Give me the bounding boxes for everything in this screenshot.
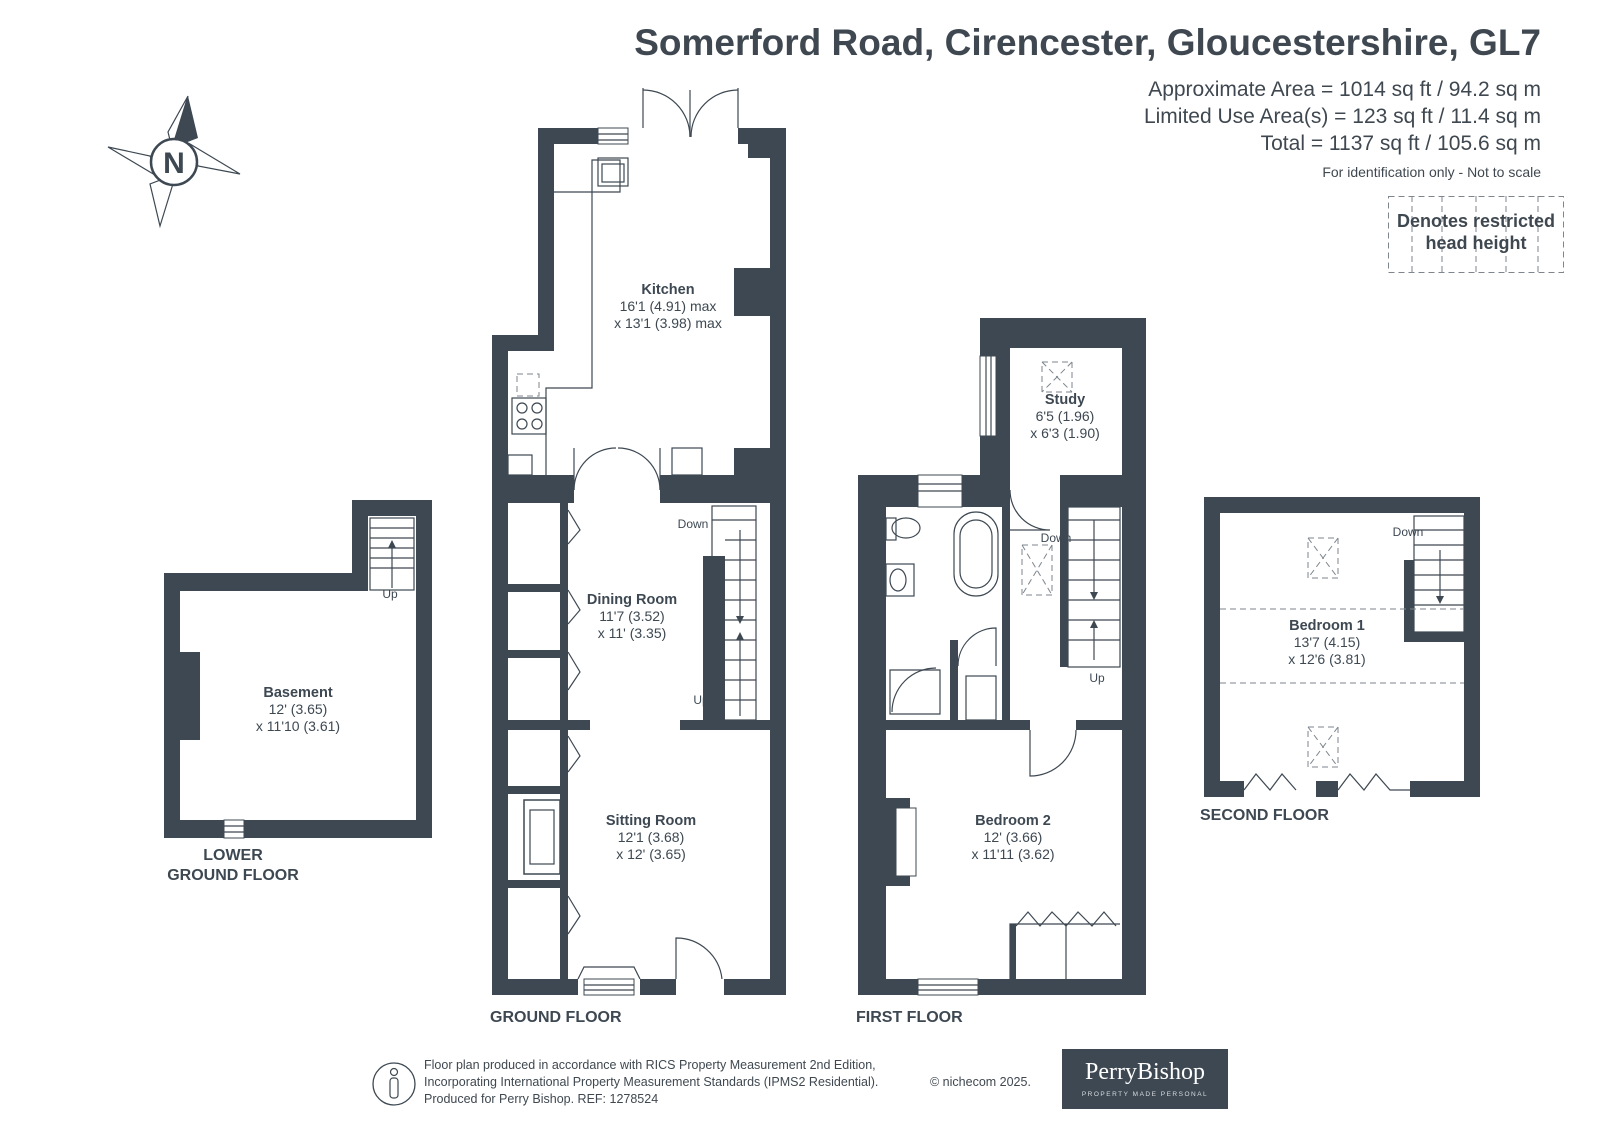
bedroom-2-dim-2: x 11'11 (3.62)	[971, 846, 1054, 862]
compass-icon: N	[107, 95, 241, 229]
bedroom-1-name: Bedroom 1	[1289, 618, 1365, 634]
lower-ground-label-1: LOWER	[203, 847, 263, 864]
bedroom-2-name: Bedroom 2	[975, 813, 1051, 829]
study-dim-2: x 6'3 (1.90)	[1030, 425, 1100, 441]
basement-dim-1: 12' (3.65)	[269, 701, 328, 717]
dining-room-dim-1: 11'7 (3.52)	[599, 608, 664, 624]
restricted-height-legend: Denotes restricted head height	[1388, 196, 1564, 273]
first-floor-stairs	[1060, 506, 1121, 668]
sitting-room-dim-1: 12'1 (3.68)	[618, 829, 685, 845]
kitchen-name: Kitchen	[641, 282, 694, 298]
bedroom-2-dim-1: 12' (3.66)	[984, 829, 1043, 845]
basement-stairs-up-label: Up	[382, 587, 398, 601]
page-title: Somerford Road, Cirencester, Gloucesters…	[634, 22, 1541, 63]
first-floor-plan: Down Up Study 6'5 (1.96) x 6'3 (1.90) Be…	[856, 318, 1146, 1026]
person-info-icon	[372, 1062, 416, 1106]
lower-ground-floor-plan: Up Basement 12' (3.65) x 11'10 (3.61) LO…	[164, 500, 432, 884]
footer-line-2: Incorporating International Property Mea…	[424, 1075, 879, 1089]
total-area: Total = 1137 sq ft / 105.6 sq m	[1260, 132, 1541, 155]
legend-dashed-box	[1388, 196, 1564, 273]
perry-bishop-logo: PerryBishop PROPERTY MADE PERSONAL	[1062, 1049, 1228, 1109]
dining-room-dim-2: x 11' (3.35)	[598, 625, 667, 641]
lower-ground-label-2: GROUND FLOOR	[167, 867, 299, 884]
bedroom-1-dim-1: 13'7 (4.15)	[1294, 634, 1361, 650]
logo-brand: PerryBishop	[1085, 1059, 1205, 1085]
basement-stairs	[369, 517, 415, 591]
second-floor-plan: Down Bedroom 1 13'7 (4.15) x 12'6 (3.81)…	[1200, 497, 1480, 824]
ground-stairs-up-label: Up	[693, 693, 709, 707]
footer-line-1: Floor plan produced in accordance with R…	[424, 1058, 876, 1072]
ground-stairs-down-label: Down	[678, 517, 709, 531]
sitting-room-name: Sitting Room	[606, 813, 696, 829]
first-floor-label: FIRST FLOOR	[856, 1009, 963, 1026]
ground-floor-stairs	[703, 505, 757, 721]
bedroom-1-dim-2: x 12'6 (3.81)	[1288, 651, 1365, 667]
kitchen-dim-1: 16'1 (4.91) max	[620, 298, 717, 314]
first-stairs-up-label: Up	[1089, 671, 1105, 685]
ground-floor-plan: Down Up Kitchen 16'1 (4.91) max x 13'1 (…	[490, 88, 786, 1026]
logo-tagline: PROPERTY MADE PERSONAL	[1081, 1091, 1209, 1098]
approximate-area: Approximate Area = 1014 sq ft / 94.2 sq …	[1148, 78, 1541, 101]
second-floor-label: SECOND FLOOR	[1200, 807, 1329, 824]
footer-line-3: Produced for Perry Bishop. REF: 1278524	[424, 1092, 659, 1106]
sitting-room-dim-2: x 12' (3.65)	[616, 846, 686, 862]
copyright-credit: © nichecom 2025.	[930, 1075, 1031, 1089]
legend-line-1: Denotes restricted	[1396, 211, 1556, 231]
area-summary: Approximate Area = 1014 sq ft / 94.2 sq …	[1144, 76, 1541, 157]
second-stairs-down-label: Down	[1393, 525, 1424, 539]
footer-disclaimer: Floor plan produced in accordance with R…	[424, 1057, 878, 1108]
limited-use-area: Limited Use Area(s) = 123 sq ft / 11.4 s…	[1143, 105, 1541, 128]
basement-dim-2: x 11'10 (3.61)	[256, 718, 340, 734]
compass-letter: N	[163, 147, 185, 180]
study-dim-1: 6'5 (1.96)	[1036, 408, 1095, 424]
scale-note: For identification only - Not to scale	[1322, 164, 1541, 180]
study-name: Study	[1045, 392, 1085, 408]
dining-room-name: Dining Room	[587, 592, 677, 608]
kitchen-dim-2: x 13'1 (3.98) max	[614, 315, 722, 331]
legend-line-2: head height	[1425, 233, 1527, 253]
first-stairs-down-label: Down	[1041, 531, 1072, 545]
ground-floor-label: GROUND FLOOR	[490, 1009, 622, 1026]
second-floor-stairs	[1413, 515, 1465, 633]
basement-name: Basement	[263, 685, 332, 701]
